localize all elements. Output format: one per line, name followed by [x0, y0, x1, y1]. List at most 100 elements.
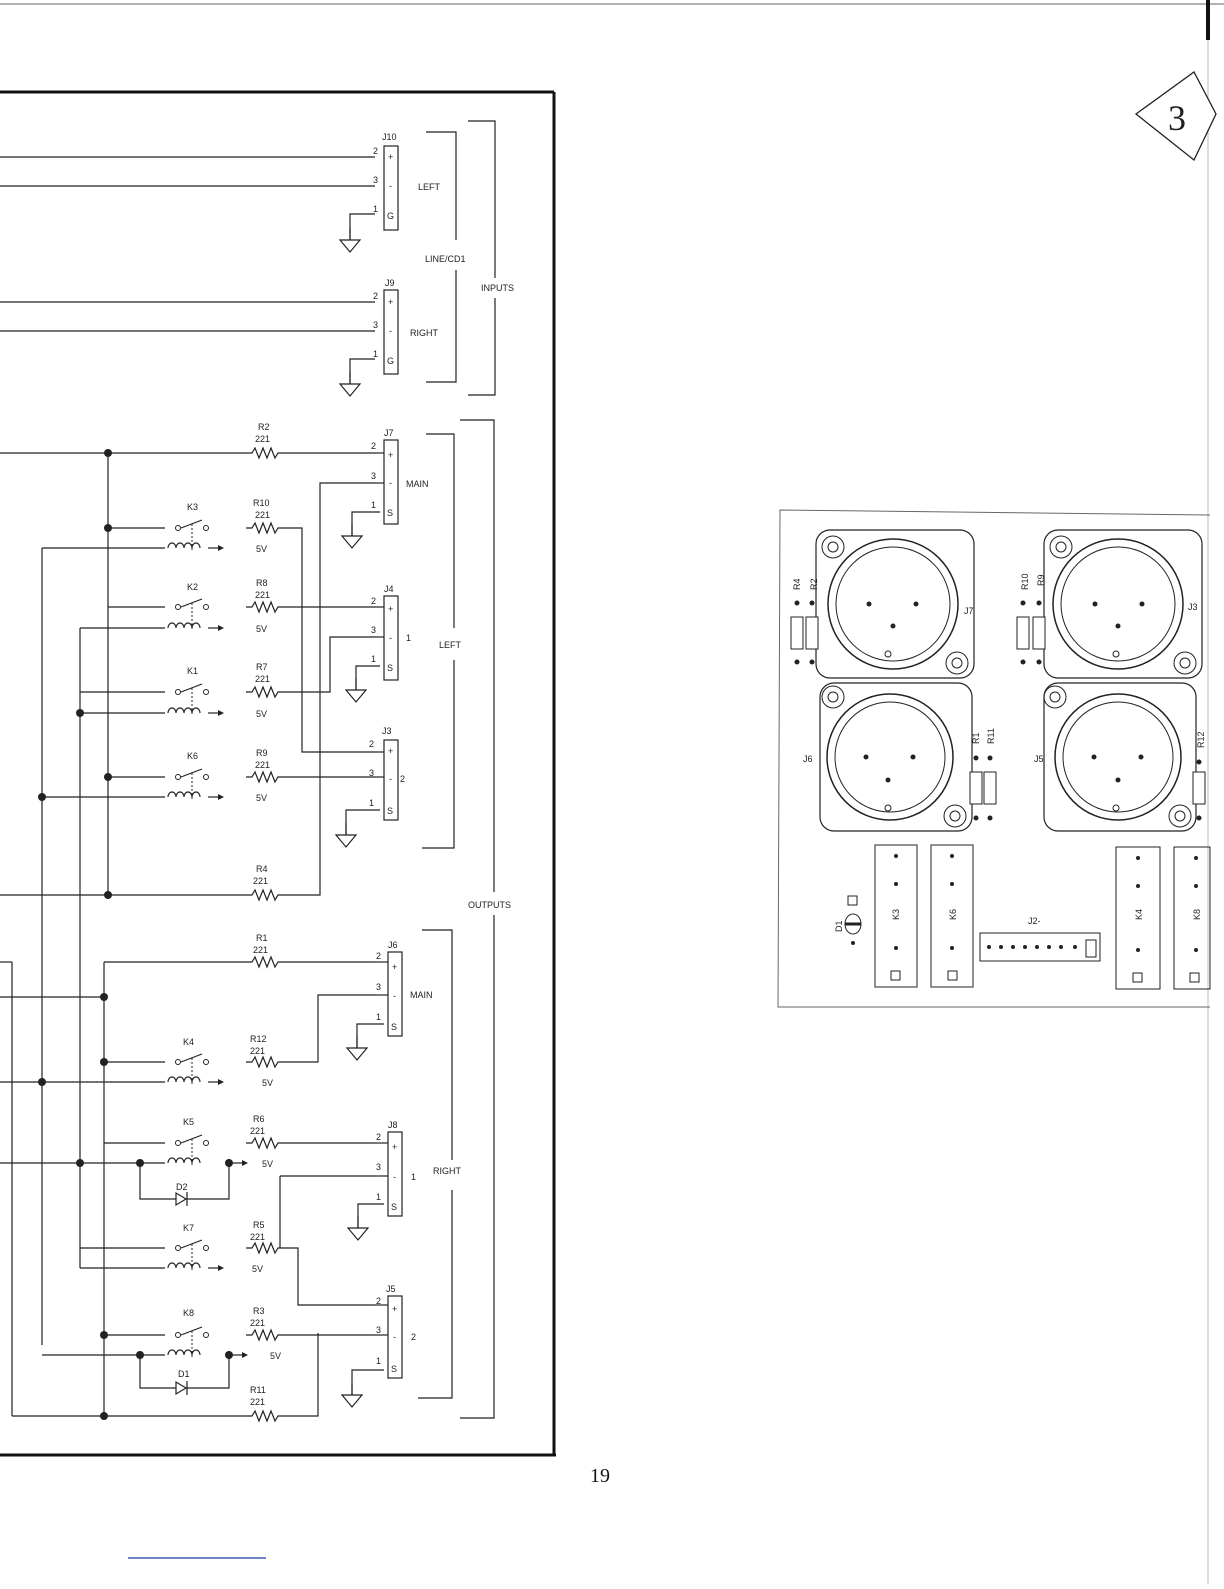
svg-text:1: 1: [406, 633, 411, 643]
svg-text:221: 221: [250, 1397, 265, 1407]
svg-text:K8: K8: [183, 1308, 194, 1318]
svg-text:R8: R8: [256, 578, 268, 588]
svg-text:R3: R3: [253, 1306, 265, 1316]
svg-text:-: -: [389, 633, 392, 643]
svg-text:K3: K3: [187, 502, 198, 512]
input-j9: J9 2 3 1 + - G RIGHT: [0, 278, 439, 397]
svg-text:R1: R1: [256, 933, 268, 943]
svg-text:3: 3: [371, 471, 376, 481]
pcb-relays: [874, 844, 1211, 990]
svg-text:J9: J9: [385, 278, 395, 288]
svg-text:+: +: [392, 1304, 397, 1314]
svg-text:K6: K6: [948, 909, 958, 920]
svg-text:2: 2: [371, 596, 376, 606]
svg-text:R10: R10: [253, 498, 270, 508]
svg-text:221: 221: [253, 876, 268, 886]
svg-text:221: 221: [255, 674, 270, 684]
svg-text:J6: J6: [388, 940, 398, 950]
svg-text:5V: 5V: [262, 1078, 273, 1088]
svg-text:-: -: [393, 1172, 396, 1182]
svg-text:1: 1: [411, 1172, 416, 1182]
svg-text:3: 3: [373, 320, 378, 330]
svg-text:-: -: [389, 181, 392, 191]
svg-text:G: G: [387, 356, 394, 366]
svg-text:1: 1: [376, 1356, 381, 1366]
svg-text:+: +: [388, 152, 393, 162]
svg-text:2: 2: [376, 951, 381, 961]
svg-text:K8: K8: [1192, 909, 1202, 920]
xlr-jack-j5: J5: [1034, 682, 1197, 832]
inputs-bracket-label: INPUTS: [481, 283, 514, 293]
svg-text:R7: R7: [256, 662, 268, 672]
svg-text:221: 221: [250, 1046, 265, 1056]
svg-text:221: 221: [250, 1232, 265, 1242]
svg-text:K5: K5: [183, 1117, 194, 1127]
pcb-relay-labels: K3 K6 K4 K8: [891, 909, 1202, 920]
svg-text:K4: K4: [183, 1037, 194, 1047]
svg-text:221: 221: [255, 590, 270, 600]
svg-text:MAIN: MAIN: [410, 990, 433, 1000]
svg-text:G: G: [387, 211, 394, 221]
svg-text:R9: R9: [256, 748, 268, 758]
section-badge: 3: [1134, 71, 1217, 162]
svg-text:3: 3: [371, 625, 376, 635]
svg-text:-: -: [393, 991, 396, 1001]
svg-text:+: +: [388, 746, 393, 756]
svg-text:K7: K7: [183, 1223, 194, 1233]
svg-text:S: S: [391, 1022, 397, 1032]
svg-text:1: 1: [376, 1012, 381, 1022]
input-left-label: LEFT: [418, 182, 441, 192]
svg-text:J2-: J2-: [1028, 916, 1041, 926]
svg-text:1: 1: [373, 349, 378, 359]
output-wiring: [0, 452, 375, 1417]
svg-text:2: 2: [400, 774, 405, 784]
output-jacks: [383, 439, 403, 1379]
svg-text:5V: 5V: [256, 544, 267, 554]
svg-text:J7: J7: [384, 428, 394, 438]
svg-text:K6: K6: [187, 751, 198, 761]
svg-text:K2: K2: [187, 582, 198, 592]
xlr-jack-j3: J3: [1043, 529, 1203, 679]
svg-text:MAIN: MAIN: [406, 479, 429, 489]
svg-text:J5: J5: [386, 1284, 396, 1294]
outputs-brackets: [418, 419, 495, 1419]
outputs-right-label: RIGHT: [433, 1166, 462, 1176]
svg-text:S: S: [391, 1202, 397, 1212]
svg-text:R2: R2: [258, 422, 270, 432]
svg-text:2: 2: [376, 1132, 381, 1142]
svg-text:+: +: [388, 604, 393, 614]
input-j10: J10 2 3 1 + - G LEFT: [0, 132, 441, 253]
diode-d2: [139, 1163, 230, 1207]
svg-text:+: +: [388, 297, 393, 307]
svg-text:R2: R2: [809, 578, 819, 590]
svg-text:S: S: [391, 1364, 397, 1374]
svg-text:J8: J8: [388, 1120, 398, 1130]
svg-text:3: 3: [373, 175, 378, 185]
svg-text:R12: R12: [250, 1034, 267, 1044]
svg-text:-: -: [389, 478, 392, 488]
inputs-group-label: LINE/CD1: [425, 254, 466, 264]
svg-text:R4: R4: [256, 864, 268, 874]
page-number: 19: [590, 1465, 610, 1487]
svg-text:221: 221: [253, 945, 268, 955]
svg-text:J3: J3: [1188, 602, 1198, 612]
svg-text:+: +: [392, 962, 397, 972]
svg-text:2: 2: [373, 146, 378, 156]
svg-text:K1: K1: [187, 666, 198, 676]
svg-text:D1: D1: [834, 920, 844, 932]
svg-text:221: 221: [255, 760, 270, 770]
relay-labels: K3 K2 K1 K6 K4 K5 K7 K8: [183, 502, 198, 1318]
svg-text:J6: J6: [803, 754, 813, 764]
svg-text:R1: R1: [971, 732, 981, 744]
svg-text:221: 221: [255, 510, 270, 520]
diode-d1: [139, 1355, 230, 1396]
svg-text:+: +: [388, 450, 393, 460]
svg-text:1: 1: [369, 798, 374, 808]
svg-text:5V: 5V: [256, 624, 267, 634]
junction-dots: [38, 449, 233, 1420]
svg-text:R9: R9: [1036, 574, 1046, 586]
svg-text:5V: 5V: [256, 709, 267, 719]
xlr-jack-j7: J7: [815, 529, 975, 679]
